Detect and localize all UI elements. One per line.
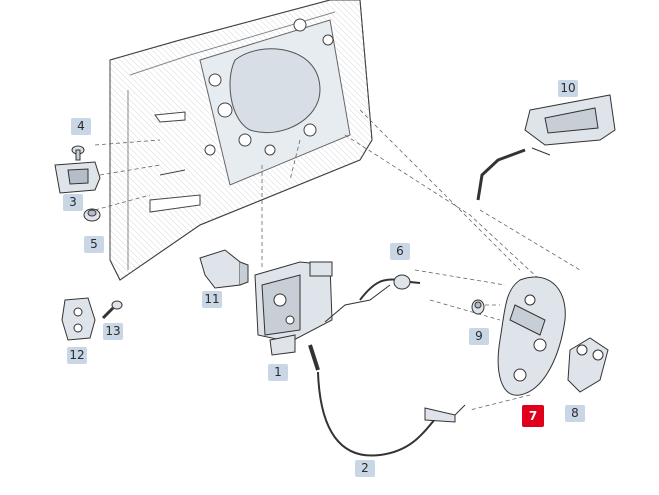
callout-4[interactable]: 4 xyxy=(71,118,91,135)
part-10-inner-handle xyxy=(476,94,616,201)
part-5-cap xyxy=(83,208,101,222)
callout-6[interactable]: 6 xyxy=(390,243,410,260)
part-4-screw xyxy=(71,145,85,161)
callout-8[interactable]: 8 xyxy=(565,405,585,422)
callout-11[interactable]: 11 xyxy=(202,291,222,308)
part-1-lock-unit xyxy=(254,261,333,356)
part-7-carrier-plate xyxy=(497,276,566,396)
part-11-hinge-bracket xyxy=(199,249,249,289)
door-inner-panel xyxy=(109,0,373,281)
callout-13[interactable]: 13 xyxy=(103,323,123,340)
part-8-handle-bracket xyxy=(567,337,609,393)
callout-12[interactable]: 12 xyxy=(67,347,87,364)
part-6-cable xyxy=(324,274,421,323)
callout-7-selected[interactable]: 7 xyxy=(522,405,544,427)
callout-2[interactable]: 2 xyxy=(355,460,375,477)
callout-1[interactable]: 1 xyxy=(268,364,288,381)
part-13-bolt xyxy=(101,300,123,320)
part-12-bracket xyxy=(61,297,96,341)
callout-5[interactable]: 5 xyxy=(84,236,104,253)
part-9-clip xyxy=(471,299,485,315)
leader-lines xyxy=(94,109,581,411)
part-3-plate xyxy=(54,161,101,194)
callout-3[interactable]: 3 xyxy=(63,194,83,211)
part-2-cable xyxy=(308,344,466,457)
callout-10[interactable]: 10 xyxy=(558,80,578,97)
callout-9[interactable]: 9 xyxy=(469,328,489,345)
